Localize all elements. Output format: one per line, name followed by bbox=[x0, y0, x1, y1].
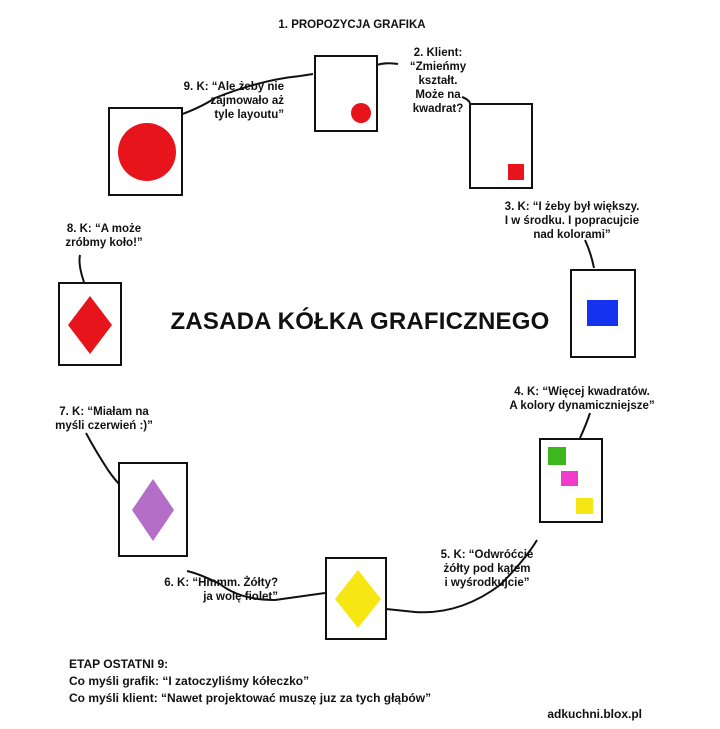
card-step-3 bbox=[570, 269, 636, 358]
step-1-label: 1. PROPOZYCJA GRAFIKA bbox=[278, 19, 426, 31]
connector-8-9 bbox=[78, 254, 85, 283]
step-9-label: 9. K: “Ale żeby nie zajmowało aż tyle la… bbox=[183, 81, 284, 121]
card-step-5 bbox=[325, 557, 387, 640]
large-red-circle bbox=[118, 123, 176, 181]
step-7-label: 7. K: “Miałam na myśli czerwień :)” bbox=[55, 406, 153, 432]
card-step-6 bbox=[118, 462, 188, 557]
connector-1-2 bbox=[376, 62, 399, 66]
connector-9-1 bbox=[163, 73, 314, 118]
connector-4-5 bbox=[579, 412, 591, 439]
card-step-8 bbox=[108, 107, 183, 196]
footer-client-line: Co myśli klient: “Nawet projektować musz… bbox=[69, 691, 432, 705]
connector-6-7 bbox=[186, 570, 326, 602]
footer-heading: ETAP OSTATNI 9: bbox=[69, 657, 169, 671]
step-4-label: 4. K: “Więcej kwadratów. A kolory dynami… bbox=[509, 386, 655, 412]
footer: ETAP OSTATNI 9: Co myśli grafik: “I zato… bbox=[69, 656, 431, 707]
step-8-label: 8. K: “A może zróbmy koło!” bbox=[65, 223, 143, 249]
connector-5-6 bbox=[385, 539, 538, 614]
magenta-square bbox=[561, 471, 578, 486]
connector-3-4 bbox=[584, 239, 595, 269]
diagram-title: ZASADA KÓŁKA GRAFICZNEGO bbox=[170, 308, 550, 335]
card-step-2 bbox=[469, 103, 533, 189]
site-credit: adkuchni.blox.pl bbox=[547, 707, 642, 721]
step-2-label: 2. Klient: “Zmieńmy kształt. Może na kwa… bbox=[409, 47, 467, 115]
small-red-circle bbox=[351, 103, 371, 123]
card-step-4 bbox=[539, 438, 603, 523]
blue-square bbox=[587, 300, 618, 326]
card-step-7 bbox=[58, 282, 122, 366]
small-red-square bbox=[508, 164, 524, 180]
step-6-label: 6. K: “Hmmm. Żółty? ja wolę fiolet” bbox=[164, 577, 278, 603]
step-3-label: 3. K: “I żeby był większy. I w środku. I… bbox=[504, 201, 640, 241]
yellow-square bbox=[576, 498, 593, 514]
violet-diamond bbox=[132, 479, 174, 541]
connector-2-3 bbox=[461, 96, 471, 104]
footer-designer-line: Co myśli grafik: “I zatoczyliśmy kółeczk… bbox=[69, 674, 310, 688]
step-5-label: 5. K: “Odwróćcie żółty pod kątem i wyśro… bbox=[440, 549, 534, 589]
connector-7-8 bbox=[85, 432, 121, 486]
red-diamond bbox=[68, 296, 112, 354]
yellow-diamond bbox=[335, 570, 381, 628]
green-square bbox=[548, 447, 566, 465]
card-step-1 bbox=[314, 55, 378, 132]
